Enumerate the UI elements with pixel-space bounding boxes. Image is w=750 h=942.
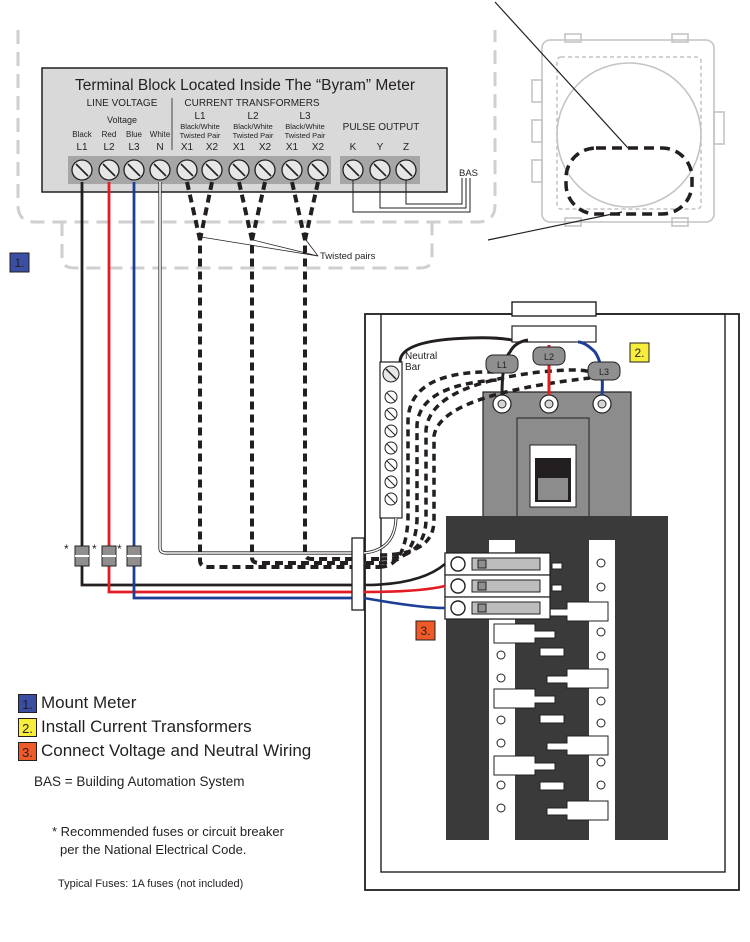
- step-1-badge: [9, 252, 30, 273]
- ct-group-l2-label: L2: [247, 111, 259, 122]
- current-transformers: [485, 346, 621, 381]
- step-1-badge-text: 1.: [14, 256, 24, 270]
- step-2-badge-text: 2.: [634, 346, 644, 360]
- fuse-mark-3: *: [117, 542, 122, 556]
- bas-wiring: [352, 178, 471, 213]
- wire-color-blue: Blue: [126, 130, 143, 139]
- ct-l2-x1: X1: [233, 142, 246, 153]
- legend-step-1-text: Mount Meter: [41, 693, 137, 712]
- terminal-label-l1: L1: [76, 142, 88, 153]
- pulse-y: Y: [377, 142, 384, 153]
- legend-step-3-box: 3.: [18, 741, 37, 761]
- inline-fuses: [74, 545, 142, 567]
- meter-knockout-dashed: [564, 146, 694, 216]
- screw-terminal-strip: [68, 156, 420, 184]
- wire-color-red: Red: [102, 130, 117, 139]
- ct-group-l3-label: L3: [299, 111, 311, 122]
- wire-red-l2: [107, 182, 353, 594]
- wire-color-white: White: [150, 130, 171, 139]
- step-2-badge: [629, 342, 650, 363]
- ct-label-l2: L2: [544, 352, 554, 362]
- legend-step-3: 3. Connect Voltage and Neutral Wiring: [18, 741, 311, 761]
- ct-group-l1-label: L1: [194, 111, 206, 122]
- terminal-label-n: N: [156, 142, 163, 153]
- ct-l3-x2: X2: [312, 142, 325, 153]
- panel-wires: [363, 563, 446, 610]
- current-transformers-heading: CURRENT TRANSFORMERS: [184, 98, 320, 109]
- meter-outline-drawing: [531, 33, 725, 227]
- ct-l1-x2: X2: [206, 142, 219, 153]
- wire-color-black: Black: [72, 130, 93, 139]
- ct-l3-x1: X1: [286, 142, 299, 153]
- cable-entry: [351, 537, 365, 611]
- neutral-bar: [379, 361, 403, 519]
- legend-step-1: 1. Mount Meter: [18, 693, 136, 713]
- line-voltage-heading: LINE VOLTAGE: [87, 98, 158, 109]
- twisted-pairs-callout: [200, 236, 319, 257]
- typical-fuses-note: Typical Fuses: 1A fuses (not included): [58, 878, 243, 890]
- fuse-note-line1: * Recommended fuses or circuit breaker: [52, 824, 285, 839]
- pulse-k: K: [350, 142, 357, 153]
- twisted-pair-wires: [185, 181, 380, 569]
- electrical-panel: [364, 301, 740, 891]
- ct-lead-wires: [379, 368, 591, 569]
- ct-label-l1: L1: [497, 360, 507, 370]
- legend-step-2-box: 2.: [18, 717, 37, 737]
- legend-step-3-text: Connect Voltage and Neutral Wiring: [41, 741, 312, 760]
- terminal-label-l2: L2: [103, 142, 115, 153]
- legend-step-2-text: Install Current Transformers: [41, 717, 252, 736]
- ct-label-l3: L3: [599, 367, 609, 377]
- fuse-mark-2: *: [92, 542, 97, 556]
- steps-legend: 1. Mount Meter 2. Install Current Transf…: [18, 693, 378, 763]
- terminal-block-title: Terminal Block Located Inside The “Byram…: [75, 77, 415, 94]
- bas-definition: BAS = Building Automation System: [34, 774, 245, 789]
- pulse-z: Z: [403, 142, 409, 153]
- bas-label: BAS: [459, 168, 478, 179]
- terminal-label-l3: L3: [128, 142, 140, 153]
- wire-black-l1: [80, 182, 353, 587]
- step-3-badge: [415, 620, 436, 641]
- legend-step-2: 2. Install Current Transformers: [18, 717, 252, 737]
- wire-blue-l3: [132, 182, 353, 600]
- ct-l1-x1: X1: [181, 142, 194, 153]
- voltage-wires: [80, 182, 353, 600]
- fuse-note-line2: per the National Electrical Code.: [60, 842, 246, 857]
- voltage-heading: Voltage: [107, 115, 137, 125]
- legend-step-1-box: 1.: [18, 693, 37, 713]
- twisted-pairs-label: Twisted pairs: [320, 251, 376, 262]
- wire-white-neutral: [158, 182, 353, 555]
- fuse-mark-1: *: [64, 542, 69, 556]
- ct-l2-x2: X2: [259, 142, 272, 153]
- pulse-output-heading: PULSE OUTPUT: [343, 122, 420, 133]
- branch-breakers: [444, 552, 551, 620]
- step-3-badge-text: 3.: [420, 624, 430, 638]
